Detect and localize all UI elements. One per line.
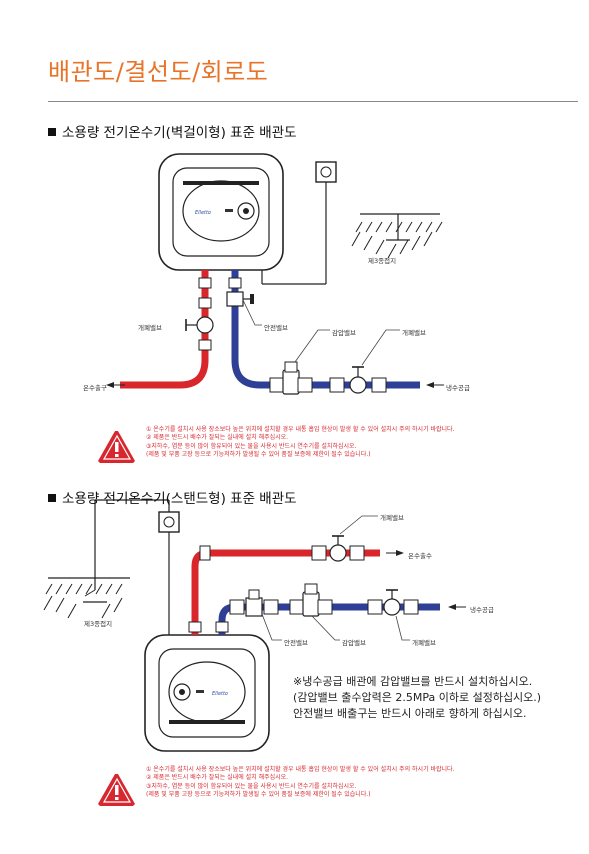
install-notice: ※냉수공급 배관에 감압밸브를 반드시 설치하십시오. (감압밸브 출수압력은 …: [293, 674, 541, 722]
arrow-left-icon: [426, 382, 444, 388]
warning-icon: [98, 774, 135, 806]
warning-line: (제품 및 부품 고장 등으로 기능저하가 발생될 수 있어 품질 보증에 제한…: [146, 791, 371, 799]
section1-title-text: 소용량 전기온수기(벽걸이형) 표준 배관도: [62, 125, 297, 141]
ground-symbol-2: [43, 577, 130, 619]
brand-logo-2: Elletto: [212, 691, 228, 697]
bullet-square-icon: [48, 128, 56, 136]
wall-heater-1: [158, 153, 284, 271]
arrow-left-icon: [106, 382, 125, 388]
arrow-right-icon: [386, 550, 404, 556]
stand-heater-2: [144, 634, 270, 752]
arrow-left-icon: [448, 604, 466, 610]
warning-icon: [98, 431, 135, 463]
label-hot-out-2: 온수출수: [408, 552, 432, 560]
power-outlet-2: [94, 499, 180, 635]
label-shutoff-valve-top: 개폐밸브: [380, 514, 404, 522]
bullet-square-icon: [48, 494, 56, 502]
notice-line: ※냉수공급 배관에 감압밸브를 반드시 설치하십시오.: [293, 675, 533, 688]
warning-text-2: ① 온수기를 설치시 사용 장소보다 높은 위치에 설치할 경우 내통 흡입 현…: [146, 766, 455, 800]
label-cold-in: 냉수공급: [446, 384, 470, 392]
page-title: 배관도/결선도/회로도: [48, 58, 269, 86]
label-shutoff-valve-left: 개폐밸브: [138, 324, 162, 332]
warning-line: ① 온수기를 설치시 사용 장소보다 높은 위치에 설치할 경우 내통 흡입 현…: [146, 426, 455, 433]
power-outlet-1: [261, 161, 337, 285]
label-safety-valve: 안전밸브: [264, 324, 288, 332]
warning-line: ② 제품은 반드시 배수가 잘되는 실내에 설치 해주십시오.: [146, 434, 289, 442]
section2-title: 소용량 전기온수기(스탠드형) 표준 배관도: [48, 487, 297, 507]
label-cold-in-2: 냉수공급: [470, 606, 494, 614]
brand-logo-1: Elletto: [195, 210, 211, 216]
label-pressure-valve: 감압밸브: [332, 329, 356, 337]
warning-line: ③지하수, 염분 등이 많이 함유되어 있는 물을 사용시 반드시 연수기를 설…: [146, 442, 357, 450]
warning-line: (제품 및 부품 고장 등으로 기능저하가 발생될 수 있어 품질 보증에 제한…: [146, 451, 371, 459]
hot-pipe-2: [188, 535, 380, 635]
warning-line: ③지하수, 염분 등이 많이 함유되어 있는 물을 사용시 반드시 연수기를 설…: [146, 782, 357, 790]
warning-text-1: ① 온수기를 설치시 사용 장소보다 높은 위치에 설치할 경우 내통 흡입 현…: [146, 426, 455, 460]
label-pressure-valve-2: 감압밸브: [342, 639, 366, 647]
cold-pipe-2: [215, 583, 440, 635]
section1-title: 소용량 전기온수기(벽걸이형) 표준 배관도: [48, 121, 297, 141]
label-safety-valve-2: 안전밸브: [284, 639, 308, 647]
leader-lines-2: [261, 515, 410, 641]
notice-line: 안전밸브 배출구는 반드시 아래로 향하게 하십시오.: [293, 707, 527, 720]
ground-symbol-1: [351, 213, 443, 259]
hot-pipe-1: [120, 270, 214, 389]
warning-line: ① 온수기를 설치시 사용 장소보다 높은 위치에 설치할 경우 내통 흡입 현…: [146, 766, 455, 773]
label-shutoff-valve-bottom: 개폐밸브: [412, 639, 436, 647]
label-ground: 제3종접지: [368, 257, 397, 265]
label-ground-2: 제3종접지: [84, 620, 113, 628]
section2-title-text: 소용량 전기온수기(스탠드형) 표준 배관도: [62, 491, 297, 507]
warning-line: ② 제품은 반드시 배수가 잘되는 실내에 설치 해주십시오.: [146, 774, 289, 782]
cold-pipe-1: [226, 270, 420, 395]
notice-line: (감압밸브 출수압력은 2.5MPa 이하로 설정하십시오.): [293, 691, 542, 704]
label-shutoff-valve-right: 개폐밸브: [402, 329, 426, 337]
leader-lines-1: [242, 299, 400, 366]
title-divider: [48, 101, 578, 102]
label-hot-out: 온수출구: [83, 384, 107, 392]
